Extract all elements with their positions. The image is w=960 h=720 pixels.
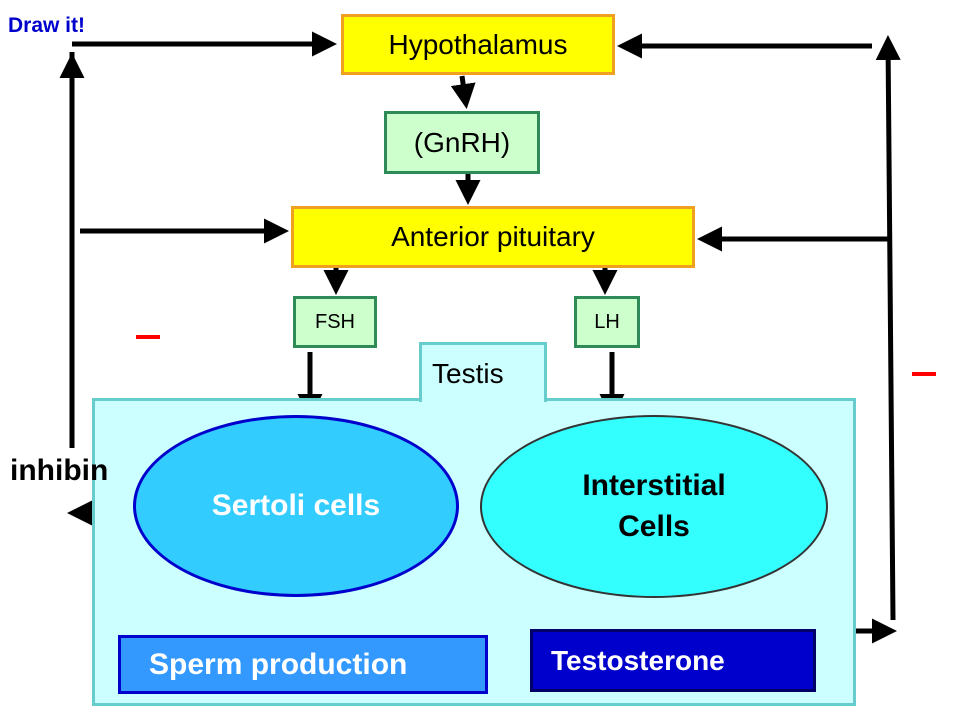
lh-box: LH [574, 296, 640, 348]
anterior-pituitary-box: Anterior pituitary [291, 206, 695, 268]
gnrh-box: (GnRH) [384, 111, 540, 174]
fsh-box: FSH [293, 296, 377, 348]
testosterone-box: Testosterone [530, 629, 816, 692]
sperm-production-box: Sperm production [118, 635, 488, 694]
inhibin-label: inhibin [10, 454, 109, 487]
draw-it-note: Draw it! [8, 14, 86, 37]
hypothalamus-box: Hypothalamus [341, 14, 615, 75]
negative-feedback-sign-right [912, 372, 936, 376]
interstitial-label-line1: Interstitial [582, 469, 726, 502]
negative-feedback-sign-left [136, 335, 160, 339]
arrow-testosterone-up [875, 35, 901, 621]
testis-label: Testis [419, 342, 547, 402]
interstitial-label-line2: Cells [618, 509, 690, 543]
arrow-hypothalamus-gnrh [450, 75, 476, 109]
sertoli-cells-node: Sertoli cells [133, 415, 459, 597]
interstitial-cells-node: Interstitial Cells [480, 415, 828, 598]
